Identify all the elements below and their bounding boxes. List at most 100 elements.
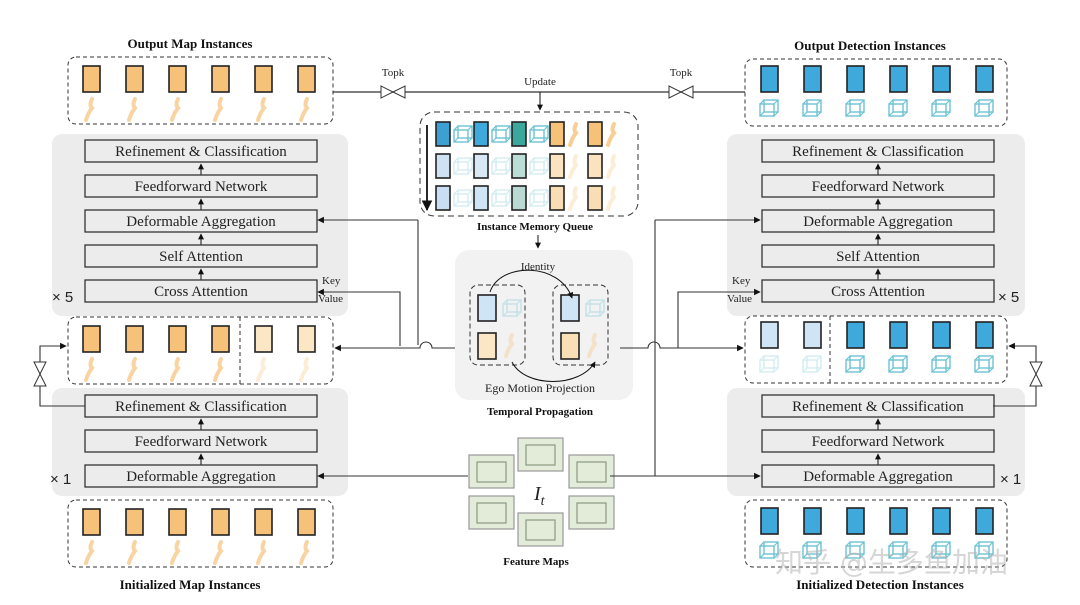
feature-map [468, 454, 515, 489]
block-label: Refinement & Classification [115, 399, 287, 415]
map-curve-icon [299, 97, 310, 122]
box-3d-icon [453, 189, 473, 207]
box-3d-icon [974, 355, 994, 373]
block-self-attention [84, 244, 318, 268]
block-label: Deformable Aggregation [803, 214, 953, 230]
left-mid-instance-box [67, 316, 334, 385]
init-det-box [744, 499, 1008, 568]
box-3d-icon [845, 541, 865, 559]
block-cross-attention [761, 279, 995, 303]
box-3d-icon [585, 299, 605, 317]
queue-instance [587, 185, 603, 211]
box-3d-icon [802, 355, 822, 373]
map-instance [211, 325, 230, 353]
mid-det-items [759, 321, 994, 373]
det-instance [803, 507, 822, 535]
feature-map [468, 495, 515, 530]
map-instance [254, 65, 273, 93]
queue-instance [435, 153, 451, 179]
topk-left-label: Topk [382, 67, 405, 79]
map-instance [297, 325, 316, 353]
det-instance [846, 507, 865, 535]
map-instance [297, 508, 316, 536]
temporal-det-instance [560, 294, 580, 322]
map-curve-icon [213, 357, 224, 382]
init-map-title: Initialized Map Instances [120, 577, 261, 592]
map-curve-icon [84, 97, 95, 122]
block-label: Deformable Aggregation [803, 469, 953, 485]
box-3d-icon [974, 541, 994, 559]
output-map-title: Output Map Instances [128, 36, 253, 51]
map-curve-icon [256, 357, 267, 382]
map-instance [168, 65, 187, 93]
queue-instance [587, 153, 603, 179]
output-det-title: Output Detection Instances [794, 38, 946, 53]
map-curve-icon [127, 540, 138, 565]
block-deformable-aggregation [84, 464, 318, 488]
queue-instance [549, 185, 565, 211]
queue-instance [435, 121, 451, 147]
map-curve-icon [127, 97, 138, 122]
topk-right-valve-icon [668, 85, 694, 99]
map-curve-icon [170, 97, 181, 122]
box-3d-icon [845, 99, 865, 117]
box-3d-icon [802, 99, 822, 117]
det-instance [889, 507, 908, 535]
map-curve-icon [568, 186, 579, 211]
output-map-box [67, 56, 334, 125]
block-deformable-aggregation [84, 209, 318, 233]
block-feedforward-network [84, 174, 318, 198]
temporal-items [477, 294, 605, 360]
block-label: Self Attention [836, 249, 920, 265]
box-3d-icon [759, 541, 779, 559]
map-instance [297, 65, 316, 93]
block-label: Deformable Aggregation [126, 214, 276, 230]
topk-right-label: Topk [670, 67, 693, 79]
temporal-cur-box [552, 284, 609, 366]
block-feedforward-network [84, 429, 318, 453]
init-det-title: Initialized Detection Instances [796, 577, 964, 592]
det-instance [760, 321, 779, 349]
output-det-box [744, 58, 1008, 127]
block-refinement-classification [761, 139, 995, 163]
temporal-prev-box [469, 284, 526, 366]
feature-maps [468, 437, 615, 547]
box-3d-icon [888, 355, 908, 373]
map-curve-icon [256, 97, 267, 122]
block-cross-attention [84, 279, 318, 303]
map-curve-icon [299, 540, 310, 565]
map-instance [211, 65, 230, 93]
block-feedforward-network [761, 174, 995, 198]
init-map-items [82, 508, 316, 565]
block-label: Self Attention [159, 249, 243, 265]
ego-motion-label: Ego Motion Projection [485, 381, 595, 395]
queue-instance [587, 121, 603, 147]
mid-map-items [82, 325, 316, 382]
box-3d-icon [931, 99, 951, 117]
map-curve-icon [606, 186, 617, 211]
det-instance [889, 65, 908, 93]
map-curve-icon [568, 122, 579, 147]
box-3d-icon [529, 189, 549, 207]
map-curve-icon [587, 333, 598, 358]
box-3d-icon [845, 355, 865, 373]
map-curve-icon [299, 357, 310, 382]
left-valve-icon [33, 361, 47, 387]
output-map-items [82, 65, 316, 122]
map-curve-icon [84, 357, 95, 382]
queue-instance [435, 185, 451, 211]
block-label: Feedforward Network [135, 434, 268, 450]
det-instance [975, 321, 994, 349]
block-label: Cross Attention [154, 284, 248, 300]
map-instance [211, 508, 230, 536]
block-label: Refinement & Classification [115, 144, 287, 160]
det-instance [760, 65, 779, 93]
map-instance [168, 325, 187, 353]
box-3d-icon [974, 99, 994, 117]
box-3d-icon [931, 541, 951, 559]
map-instance [254, 325, 273, 353]
block-deformable-aggregation [761, 209, 995, 233]
det-instance [760, 507, 779, 535]
